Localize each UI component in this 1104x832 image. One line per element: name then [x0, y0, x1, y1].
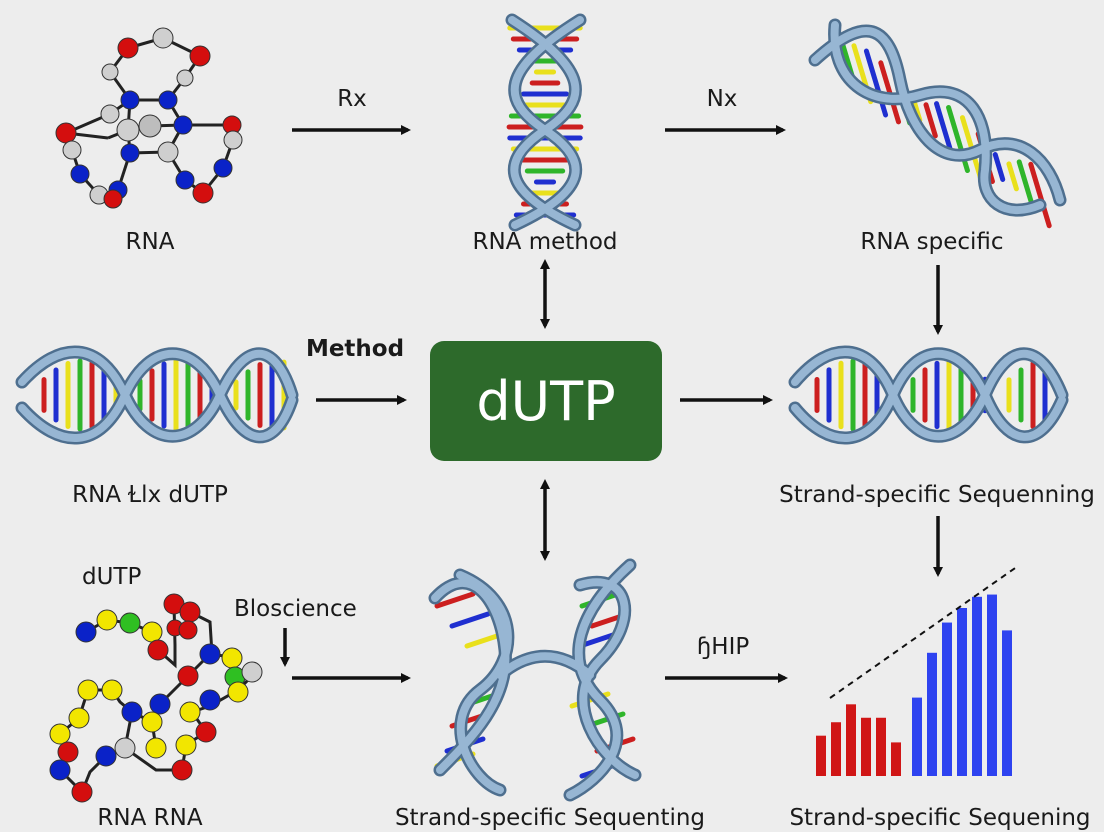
- base-pair: [863, 48, 889, 118]
- bar-blue: [927, 652, 937, 776]
- base-pair: [934, 101, 955, 159]
- base-pair: [434, 591, 476, 609]
- bar-blue: [1002, 630, 1012, 776]
- base-pair: [1028, 161, 1052, 229]
- bar-chart: [816, 565, 1019, 776]
- bar-red: [816, 735, 826, 776]
- bar-blue: [957, 608, 967, 776]
- label-method: Method: [306, 336, 404, 362]
- bar-red: [831, 722, 841, 776]
- bar-blue: [942, 622, 952, 776]
- label-rna-elx-dutp: RNA Ɫlx dUTP: [72, 482, 228, 508]
- diagonal-helix-icon: [808, 18, 1067, 229]
- label-rna-rna: RNA RNA: [97, 805, 202, 831]
- label-hip: ɧHIP: [697, 634, 750, 660]
- base-pair: [923, 102, 938, 139]
- bar-red: [861, 717, 871, 776]
- dutp-center-box: [430, 341, 662, 461]
- label-strand-specific-bottom: Strand-specific Sequenting: [395, 805, 705, 831]
- label-rx: Rx: [337, 86, 367, 112]
- label-strand-specific-chart: Strand-specific Sequening: [789, 805, 1090, 831]
- base-pair: [992, 152, 1006, 182]
- rna-molecule-icon: [55, 27, 243, 209]
- label-rna: RNA: [126, 229, 175, 255]
- bar-red: [876, 717, 886, 776]
- base-pair: [1006, 161, 1019, 192]
- label-nx: Nx: [707, 86, 738, 112]
- label-bioscience: Bloscience: [234, 596, 357, 622]
- base-pair: [577, 631, 619, 649]
- bar-blue: [912, 697, 922, 776]
- label-rna-method: RNA method: [472, 229, 617, 255]
- bar-blue: [987, 594, 997, 776]
- vertical-helix-icon: [505, 13, 587, 232]
- label-dutp-small: dUTP: [82, 564, 141, 590]
- cross-helix-icon: [428, 558, 642, 802]
- bar-blue: [972, 596, 982, 776]
- chain-molecule-icon: [49, 593, 263, 803]
- bar-red: [846, 704, 856, 776]
- left-helix-icon: [15, 345, 299, 445]
- chart-trendline: [829, 565, 1019, 699]
- base-pair: [449, 611, 491, 629]
- dutp-center-label: dUTP: [476, 370, 615, 433]
- bar-red: [891, 742, 901, 776]
- right-helix-icon: [788, 345, 1069, 445]
- label-strand-specific-right: Strand-specific Sequenning: [779, 482, 1095, 508]
- label-rna-specific: RNA specific: [860, 229, 1003, 255]
